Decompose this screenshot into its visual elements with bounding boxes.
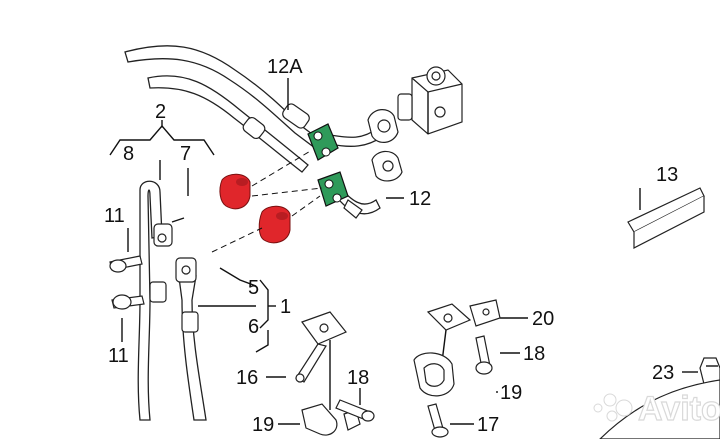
label-12a: 12A	[267, 56, 303, 78]
label-18-right: 18	[523, 343, 545, 365]
leader-lines	[109, 78, 698, 425]
screws-11	[109, 255, 145, 310]
label-20: 20	[532, 308, 554, 330]
label-18-lower: 18	[347, 367, 369, 389]
screw-17	[427, 403, 449, 438]
clamp-upper	[367, 109, 403, 182]
screw-18-upper	[475, 335, 493, 375]
avito-watermark: Avito	[593, 389, 720, 429]
strip-13	[627, 187, 705, 249]
label-6: 6	[248, 316, 259, 338]
red-caps	[219, 173, 291, 244]
label-17: 17	[477, 414, 499, 436]
screw-18-lower	[335, 399, 375, 422]
label-5: 5	[248, 277, 259, 299]
label-16: 16	[236, 367, 258, 389]
label-23: 23	[652, 362, 674, 384]
bracket-20	[426, 299, 501, 363]
label-19-lower: 19	[252, 414, 274, 436]
label-8: 8	[123, 143, 134, 165]
nut-23	[699, 357, 720, 385]
label-11-upper: 11	[104, 205, 125, 227]
alignment-lines	[211, 149, 323, 253]
expansion-valve	[397, 66, 463, 135]
label-13: 13	[656, 164, 678, 186]
label-1: 1	[280, 296, 291, 318]
label-11-lower: 11	[108, 345, 129, 367]
label-7: 7	[180, 143, 191, 165]
callout-labels: 12A 2 8 7 13 11 12 5 1 6 11 20 18 16 18 …	[104, 56, 678, 436]
green-gaskets	[307, 123, 363, 219]
hose-2	[137, 180, 207, 421]
red-cap-lower	[258, 205, 291, 244]
label-2: 2	[155, 101, 166, 123]
label-12: 12	[409, 188, 431, 210]
watermark-text: Avito	[638, 390, 720, 428]
clip-19-upper	[413, 352, 455, 397]
label-19-right: 19	[500, 382, 522, 404]
bracket-16	[295, 311, 361, 436]
